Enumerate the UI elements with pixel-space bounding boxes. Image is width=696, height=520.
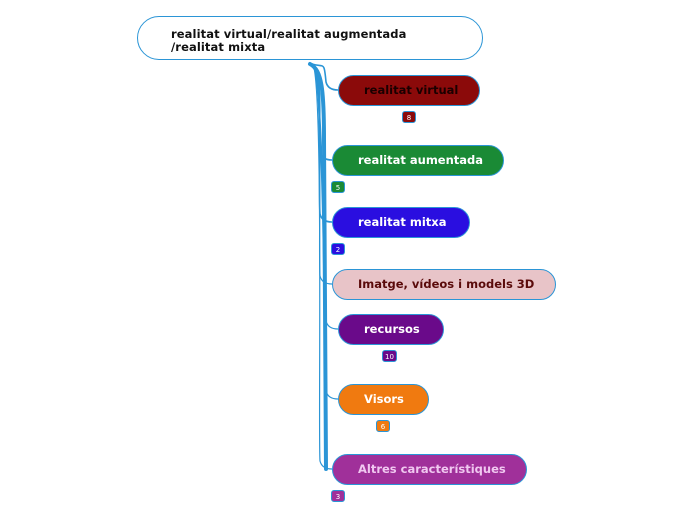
root-title-line-1: realitat virtual/realitat augmentada (171, 27, 407, 41)
topic-label: Altres característiques (358, 462, 506, 476)
topic-label: recursos (364, 322, 420, 336)
topic-label: realitat aumentada (358, 153, 484, 167)
topic-realitat-aumentada[interactable]: realitat aumentada (332, 145, 504, 176)
connector-line (311, 63, 333, 470)
connector-line (311, 63, 339, 330)
topic-count-badge: 8 (402, 111, 416, 123)
topic-imatge-videos-models-3d[interactable]: Imatge, vídeos i models 3D (332, 269, 556, 300)
topic-label: Imatge, vídeos i models 3D (358, 277, 535, 291)
topic-label: realitat mitxa (358, 215, 447, 229)
topic-altres-caracteristiques[interactable]: Altres característiques (332, 454, 527, 485)
topic-visors[interactable]: Visors (338, 384, 429, 415)
topic-realitat-mitxa[interactable]: realitat mitxa (332, 207, 470, 238)
topic-count-badge: 5 (331, 181, 345, 193)
topic-label: realitat virtual (364, 83, 459, 97)
root-topic[interactable]: realitat virtual/realitat augmentada /re… (137, 16, 483, 60)
topic-count-badge: 2 (331, 243, 345, 255)
topic-recursos[interactable]: recursos (338, 314, 444, 345)
topic-count-badge: 10 (382, 350, 397, 362)
topic-count-badge: 6 (376, 420, 390, 432)
connector-line (311, 63, 339, 400)
topic-label: Visors (364, 392, 404, 406)
root-title-line-2: /realitat mixta (171, 40, 266, 54)
topic-count-badge: 3 (331, 490, 345, 502)
topic-realitat-virtual[interactable]: realitat virtual (338, 75, 480, 106)
connector-line (311, 63, 339, 91)
